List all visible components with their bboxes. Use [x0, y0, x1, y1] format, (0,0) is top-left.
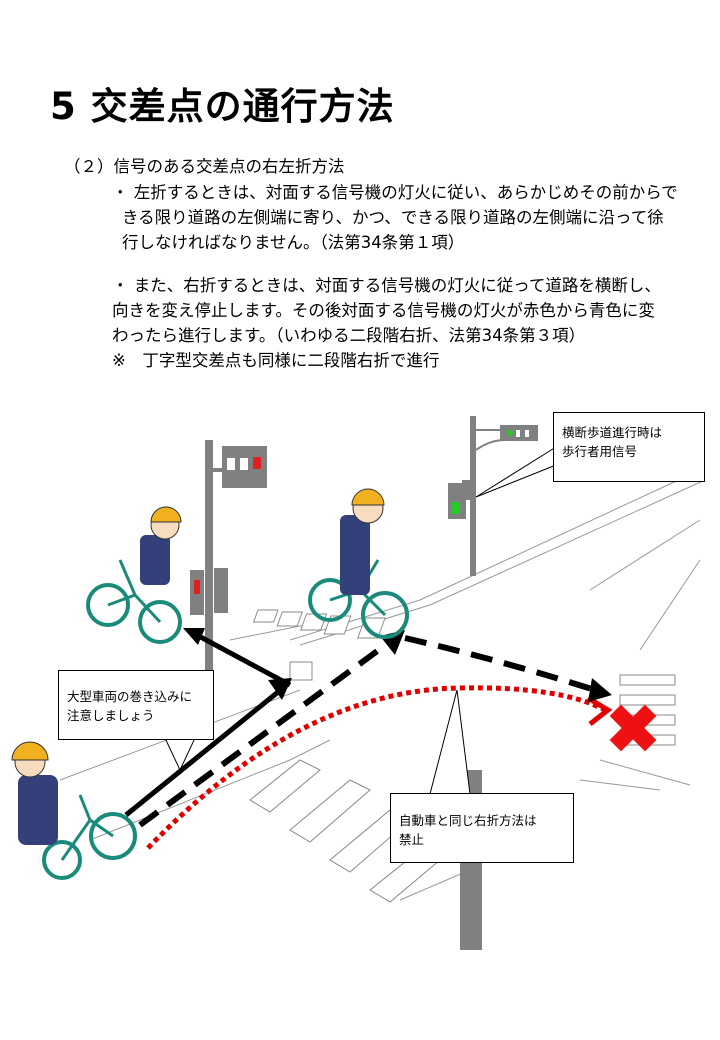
text-line: ・ また、右折するときは、対面する信号機の灯火に従って道路を横断し、 — [112, 276, 661, 295]
callout-text: 横断歩道進行時は — [562, 425, 663, 440]
cyclist-two-step — [308, 488, 409, 639]
large-vehicle-callout: 大型車両の巻き込みに 注意しましょう — [58, 670, 214, 740]
prohibited-x-icon — [609, 704, 657, 752]
text-line: 行しなければなりません。（法第34条第１項） — [122, 233, 465, 252]
prohibited-right-turn-path — [146, 685, 607, 850]
right-turn-paragraph: ・ また、右折するときは、対面する信号機の灯火に従って道路を横断し、 向きを変え… — [112, 273, 661, 373]
text-line: きる限り道路の左側端に寄り、かつ、できる限り道路の左側端に沿って徐 — [122, 208, 664, 227]
red-light-icon — [253, 457, 261, 469]
text-line: 向きを変え停止します。その後対面する信号機の灯火が赤色から青色に変 — [112, 301, 655, 320]
left-turn-arrow — [124, 631, 292, 817]
section-subtitle: （２）信号のある交差点の右左折方法 — [64, 157, 345, 176]
green-light-icon — [507, 430, 513, 436]
traffic-signal-left — [190, 440, 267, 670]
two-step-right-turn-arrow — [138, 635, 397, 828]
callout-text: 歩行者用信号 — [562, 444, 638, 459]
callout-text: 自動車と同じ右折方法は — [399, 813, 537, 828]
callout-pointers — [164, 446, 557, 795]
callout-text: 禁止 — [399, 832, 425, 847]
pedestrian-signal-callout: 横断歩道進行時は 歩行者用信号 — [553, 412, 705, 482]
traffic-signal-right — [448, 416, 538, 576]
page-title: 5 交差点の通行方法 — [50, 85, 395, 128]
text-line: ※ 丁字型交差点も同様に二段階右折で進行 — [112, 351, 440, 370]
pedestrian-green-icon — [452, 502, 460, 514]
left-turn-paragraph: ・ 左折するときは、対面する信号機の灯火に従い、あらかじめその前からで きる限り… — [112, 180, 678, 255]
text-line: わったら進行します。（いわゆる二段階右折、法第34条第３項） — [112, 326, 586, 345]
prohibited-method-callout: 自動車と同じ右折方法は 禁止 — [390, 793, 574, 863]
callout-text: 大型車両の巻き込みに — [67, 689, 193, 704]
callout-text: 注意しましょう — [67, 708, 155, 723]
cyclist-start — [11, 741, 137, 880]
text-line: ・ 左折するときは、対面する信号機の灯火に従い、あらかじめその前からで — [112, 183, 678, 202]
cyclist-left-turned — [86, 506, 182, 644]
